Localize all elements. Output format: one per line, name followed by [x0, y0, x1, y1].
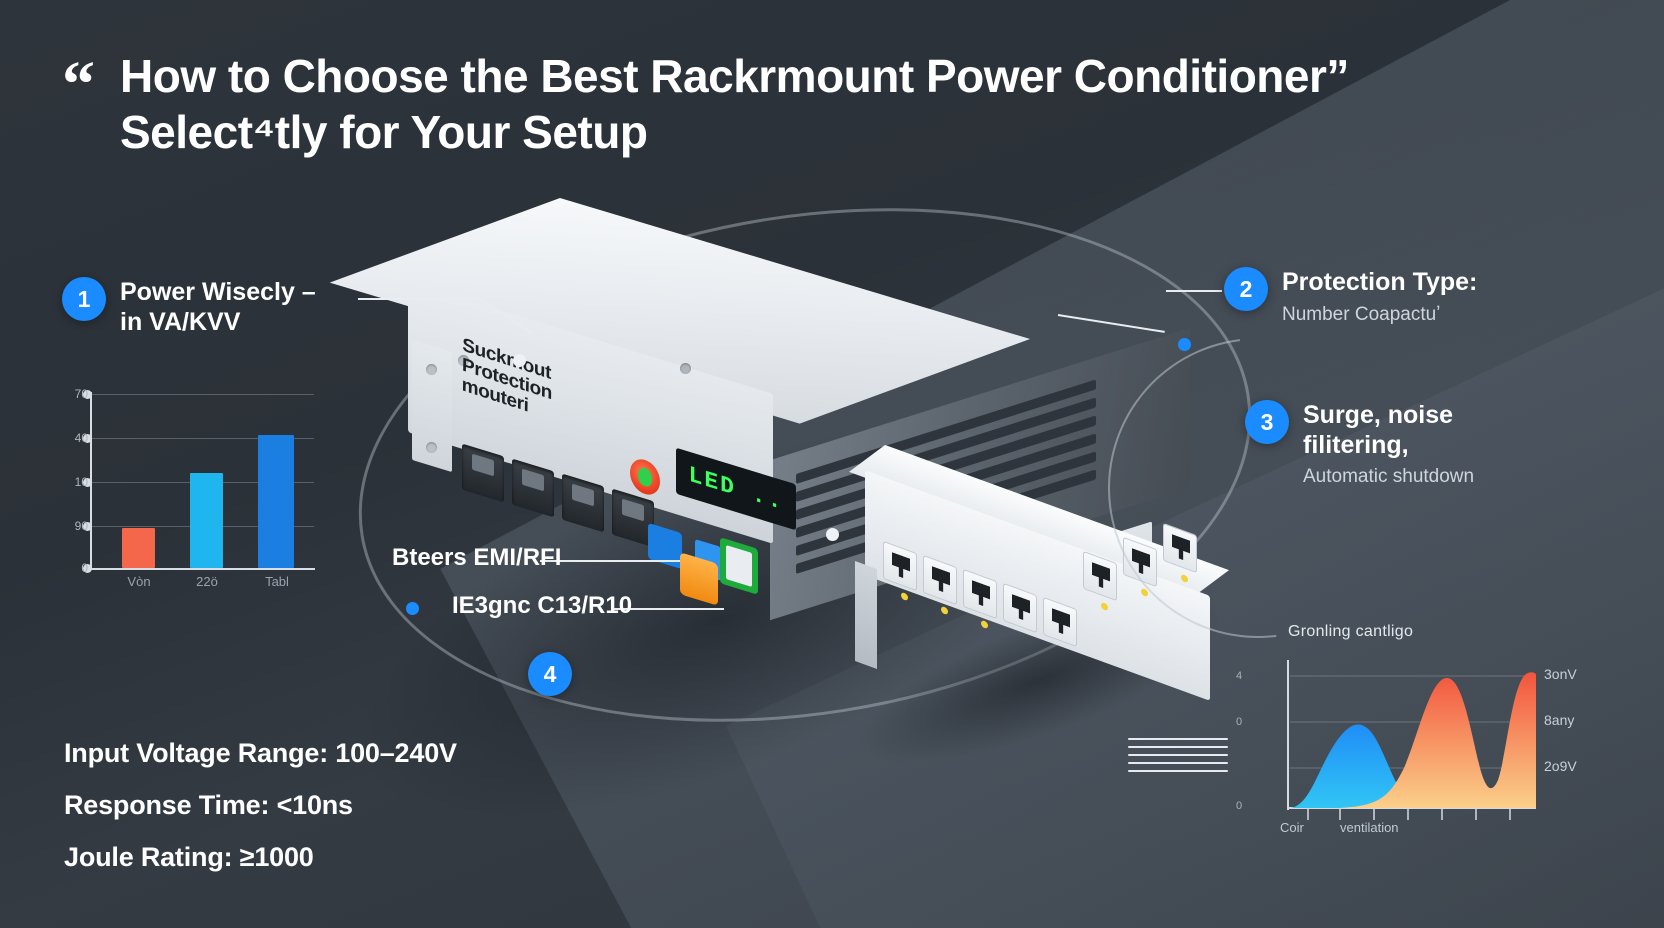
- area-chart-right-label-3: 2o9V: [1544, 758, 1577, 774]
- label-emi-rfi: Bteers EMI/RFI: [392, 544, 562, 571]
- title-line-1: How to Choose the Best Rackrmount Power …: [120, 50, 1349, 102]
- callout-2-heading: Protection Type:: [1282, 268, 1478, 296]
- callout-1-badge: 1: [62, 277, 106, 321]
- blue-connector: [648, 522, 682, 570]
- bar-chart: 70 40 10 90 0 Vòn 22ö Tabl: [62, 387, 317, 592]
- callout-1-heading: Power Wisecly – in VA/KVV: [120, 278, 316, 336]
- title-line-2: Select⁴tly for Your Setup: [120, 106, 648, 159]
- rack-screw-icon: [426, 442, 437, 453]
- callout-2[interactable]: 2 Protection Type: Number Coapactuʼ: [1224, 267, 1477, 327]
- rack-screw-icon: [426, 364, 437, 375]
- leader-endpoint-dot-blue: [406, 602, 419, 615]
- leader-line-emi: [540, 560, 680, 562]
- bar-chart-y-nub: [83, 522, 92, 531]
- bar-chart-y-tick-label: 40: [74, 431, 88, 445]
- leader-line-1: [358, 298, 480, 300]
- quote-mark-icon: “: [62, 48, 95, 121]
- callout-4-badge: 4: [528, 652, 572, 696]
- callout-1[interactable]: 1 Power Wisecly – in VA/KVV: [62, 277, 316, 342]
- bar-chart-gridline: [92, 438, 314, 439]
- area-chart-y-tick-label: 4: [1236, 670, 1243, 682]
- pdu-status-led: [901, 591, 908, 602]
- page-title: “ How to Choose the Best Rackrmount Powe…: [62, 48, 1582, 160]
- area-chart-right-label-1: 3onV: [1544, 666, 1577, 682]
- area-chart-x-label-right: ventilation: [1340, 820, 1399, 835]
- area-chart-right-label-2: 8any: [1544, 712, 1575, 728]
- spec-joule-rating: Joule Rating: ≥1000: [64, 842, 314, 872]
- label-iec-outlets: IE3gnc C13/R10: [452, 592, 633, 619]
- bar-chart-bar: [258, 435, 294, 568]
- bar-chart-x-tick-label: Vòn: [127, 574, 151, 589]
- area-chart-y-tick-label: 0: [1236, 800, 1243, 812]
- callout-3-badge: 3: [1245, 400, 1289, 444]
- bar-chart-y-nub: [83, 390, 92, 399]
- bar-chart-y-tick-label: 10: [74, 475, 88, 489]
- pdu-end-cap: [855, 560, 877, 670]
- callout-4[interactable]: 4: [528, 652, 572, 696]
- bar-chart-y-nub: [83, 564, 92, 573]
- callout-3[interactable]: 3 Surge, noise filitering, Automatic shu…: [1245, 400, 1474, 489]
- leader-endpoint-dot: [513, 354, 526, 367]
- bar-chart-x-tick-label: 22ö: [196, 574, 218, 589]
- bar-chart-y-tick-label: 90: [74, 519, 88, 533]
- pdu-status-led: [941, 605, 948, 616]
- bar-chart-bar: [190, 473, 223, 568]
- rack-screw-icon: [458, 355, 469, 366]
- green-outlet: [720, 537, 758, 595]
- rack-screw-icon: [680, 363, 691, 374]
- leader-endpoint-dot: [826, 528, 839, 541]
- bar-chart-y-tick-label: 70: [74, 387, 88, 401]
- leader-line-iec: [614, 608, 724, 610]
- bar-chart-bar: [122, 528, 155, 568]
- hatch-lines-decoration: [1128, 738, 1228, 778]
- spec-input-voltage: Input Voltage Range: 100–240V: [64, 738, 457, 768]
- bar-chart-gridline: [92, 394, 314, 395]
- bar-chart-x-tick-label: Tabl: [265, 574, 289, 589]
- spec-list: Input Voltage Range: 100–240V Response T…: [64, 738, 457, 894]
- spec-response-time: Response Time: <10ns: [64, 790, 353, 820]
- callout-2-subtext: Number Coapactuʼ: [1282, 303, 1441, 325]
- bar-chart-y-nub: [83, 434, 92, 443]
- leader-endpoint-dot-blue: [1178, 338, 1191, 351]
- area-chart-plot: [1287, 660, 1536, 820]
- area-chart-y-tick-label: 0: [1236, 716, 1243, 728]
- pdu-status-led: [981, 619, 988, 630]
- callout-3-subtext: Automatic shutdown: [1303, 466, 1475, 487]
- bar-chart-x-axis: [90, 568, 315, 570]
- area-chart: Gronling cantligo: [1236, 618, 1540, 835]
- callout-3-heading: Surge, noise filitering,: [1303, 401, 1454, 459]
- leader-line-2b: [1166, 290, 1222, 292]
- area-chart-x-label-left: Coir: [1280, 820, 1304, 835]
- area-chart-title: Gronling cantligo: [1288, 623, 1414, 640]
- bar-chart-y-tick-label: 0: [81, 561, 88, 575]
- callout-2-badge: 2: [1224, 267, 1268, 311]
- bar-chart-y-nub: [83, 478, 92, 487]
